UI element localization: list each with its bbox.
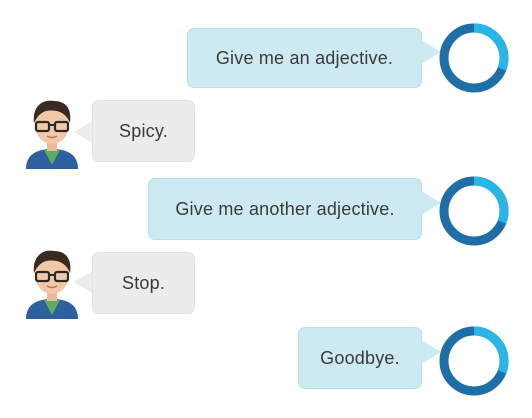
assistant-ring-icon [439, 23, 509, 93]
user-bubble-tail [74, 270, 94, 294]
assistant-ring-icon [439, 176, 509, 246]
bot-bubble-tail [421, 40, 441, 64]
user-bubble-tail [74, 120, 94, 144]
bot-message-bubble: Give me another adjective. [148, 178, 422, 240]
user-message-text: Spicy. [119, 120, 168, 141]
bot-message-text: Give me an adjective. [215, 47, 394, 68]
bot-message-bubble: Goodbye. [298, 327, 422, 389]
bot-bubble-tail [421, 191, 441, 215]
user-avatar-icon [26, 250, 78, 319]
user-avatar-icon [26, 100, 78, 169]
bot-message-text: Goodbye. [320, 347, 400, 368]
assistant-ring-icon [439, 326, 509, 396]
bot-bubble-tail [421, 340, 441, 364]
user-message-bubble: Spicy. [92, 100, 195, 162]
user-message-bubble: Stop. [92, 252, 195, 314]
user-message-text: Stop. [121, 272, 166, 293]
bot-message-bubble: Give me an adjective. [187, 28, 422, 88]
bot-message-text: Give me another adjective. [175, 198, 395, 219]
